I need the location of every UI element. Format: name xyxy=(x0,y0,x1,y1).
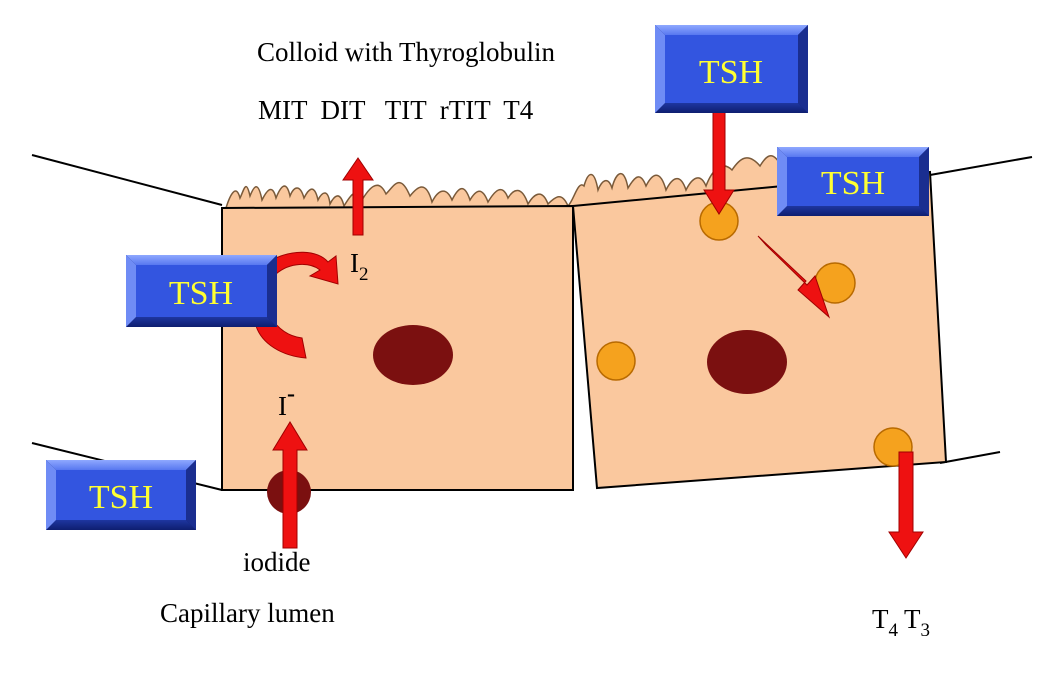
i2-label: I2 xyxy=(350,248,369,285)
tsh-box: TSH xyxy=(126,255,277,327)
up-arrow-icon xyxy=(342,157,374,236)
tsh-label: TSH xyxy=(699,54,763,91)
right-nucleus xyxy=(707,330,787,394)
tsh-box: TSH xyxy=(655,25,808,113)
iodide-ion-label: I- xyxy=(278,381,295,421)
capillary-lumen-label: Capillary lumen xyxy=(160,598,335,628)
colloid-label: Colloid with Thyroglobulin xyxy=(257,37,556,67)
tsh-box: TSH xyxy=(777,147,929,216)
tsh-box: TSH xyxy=(46,460,196,530)
tsh-label: TSH xyxy=(89,479,153,516)
up-arrow-icon xyxy=(272,421,308,549)
iodide-label: iodide xyxy=(243,547,311,577)
tsh-label: TSH xyxy=(821,165,885,202)
down-arrow-icon xyxy=(888,451,924,559)
microvilli xyxy=(224,155,792,209)
tsh-label: TSH xyxy=(169,275,233,312)
diagonal-arrow-icon xyxy=(757,235,831,319)
down-arrow-icon xyxy=(703,107,735,215)
vesicle xyxy=(596,341,636,381)
iodinated-compounds-label: MIT DIT TIT rTIT T4 xyxy=(258,95,534,125)
left-nucleus xyxy=(373,325,453,385)
